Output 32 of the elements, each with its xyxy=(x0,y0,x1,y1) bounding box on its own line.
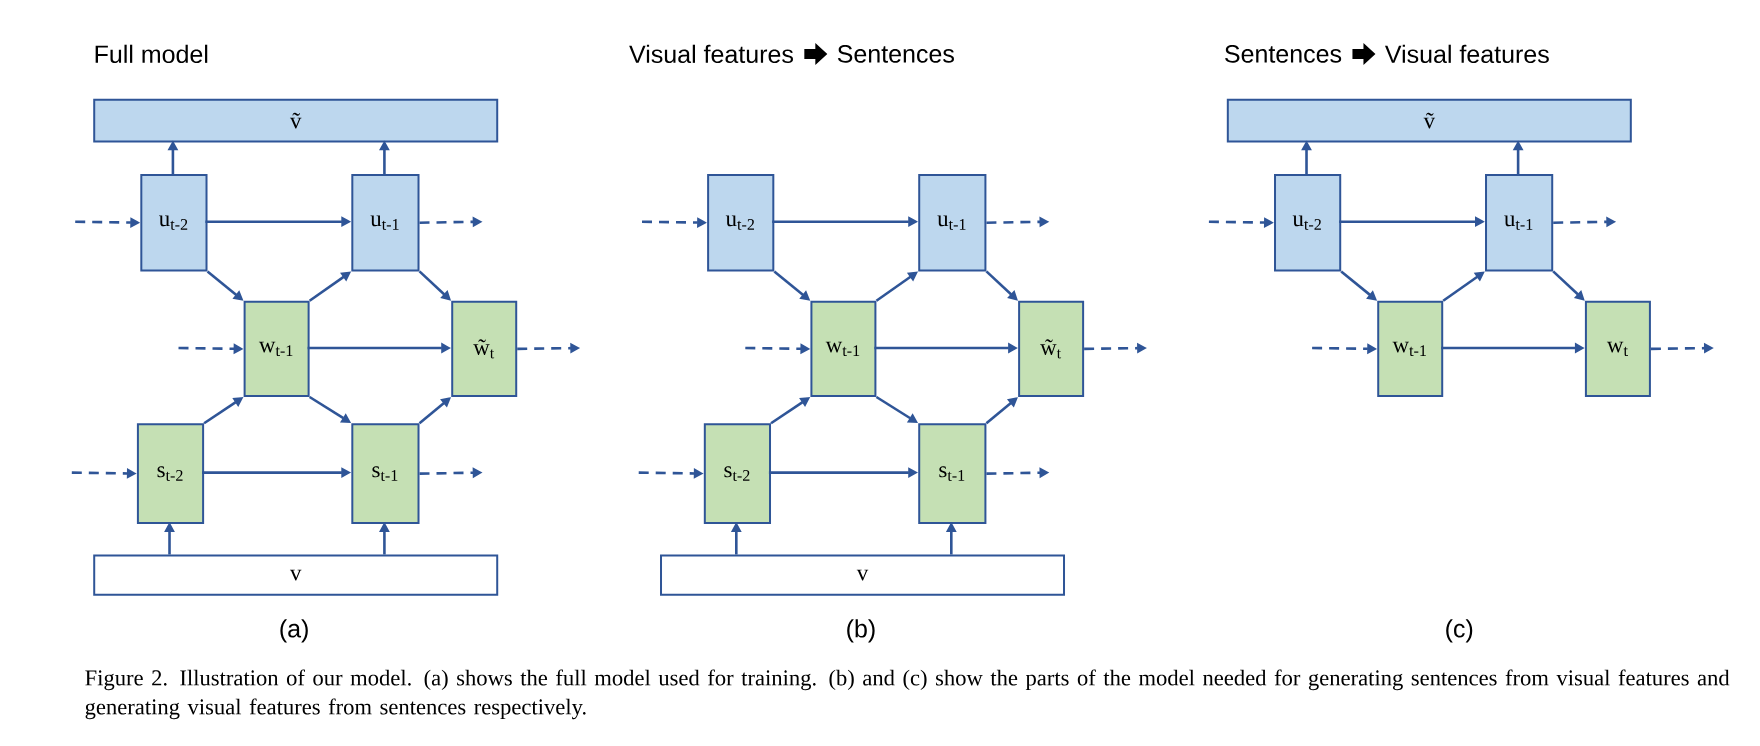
panel-title: Full model xyxy=(95,44,208,64)
hidden-state-box: u$_{t-2}$ xyxy=(1274,174,1342,272)
hidden-state-box: w̃$_{t}$ xyxy=(1018,300,1085,397)
hidden-state-box: u$_{t-1}$ xyxy=(1485,174,1554,272)
panel-title: Visual features xyxy=(629,44,793,64)
hidden-state-box: s$_{t-1}$ xyxy=(918,423,987,524)
feature-bar: ṽ xyxy=(93,98,499,143)
feature-bar: ṽ xyxy=(1226,98,1632,143)
figure-caption: Figure 2. Illustration of our model. (a) shows the full model used for training. (b) and (c) show the parts of the model needed for generating sentences from visual features and generating visual features from sentences respectively. xyxy=(85,669,1730,720)
hidden-state-box: w$_{t-1}$ xyxy=(1377,300,1444,397)
feature-bar: v xyxy=(660,554,1065,596)
arrow xyxy=(985,270,1018,301)
arrow xyxy=(985,397,1018,425)
hidden-state-box: u$_{t-1}$ xyxy=(351,174,420,272)
hidden-state-box: w$_{t}$ xyxy=(1584,300,1651,397)
panel-label: (c) xyxy=(1446,619,1473,643)
panel-label: (a) xyxy=(280,619,308,643)
hidden-state-box: w̃$_{t}$ xyxy=(451,300,518,397)
hidden-state-box: s$_{t-2}$ xyxy=(703,423,771,524)
hidden-state-box: u$_{t-1}$ xyxy=(918,174,987,272)
hidden-state-box: u$_{t-2}$ xyxy=(140,174,208,272)
panel-label: (b) xyxy=(847,619,875,643)
feature-bar: v xyxy=(93,554,499,596)
hidden-state-box: w$_{t-1}$ xyxy=(810,300,877,397)
arrow xyxy=(1552,270,1585,301)
hidden-state-box: s$_{t-2}$ xyxy=(136,423,205,524)
hidden-state-box: u$_{t-2}$ xyxy=(707,174,775,272)
panel-title: Visual features xyxy=(1385,44,1549,64)
panel-title: Sentences xyxy=(1225,45,1342,63)
hidden-state-box: w$_{t-1}$ xyxy=(243,300,310,397)
panel-title: Sentences xyxy=(837,45,954,63)
hidden-state-box: s$_{t-1}$ xyxy=(351,423,420,524)
